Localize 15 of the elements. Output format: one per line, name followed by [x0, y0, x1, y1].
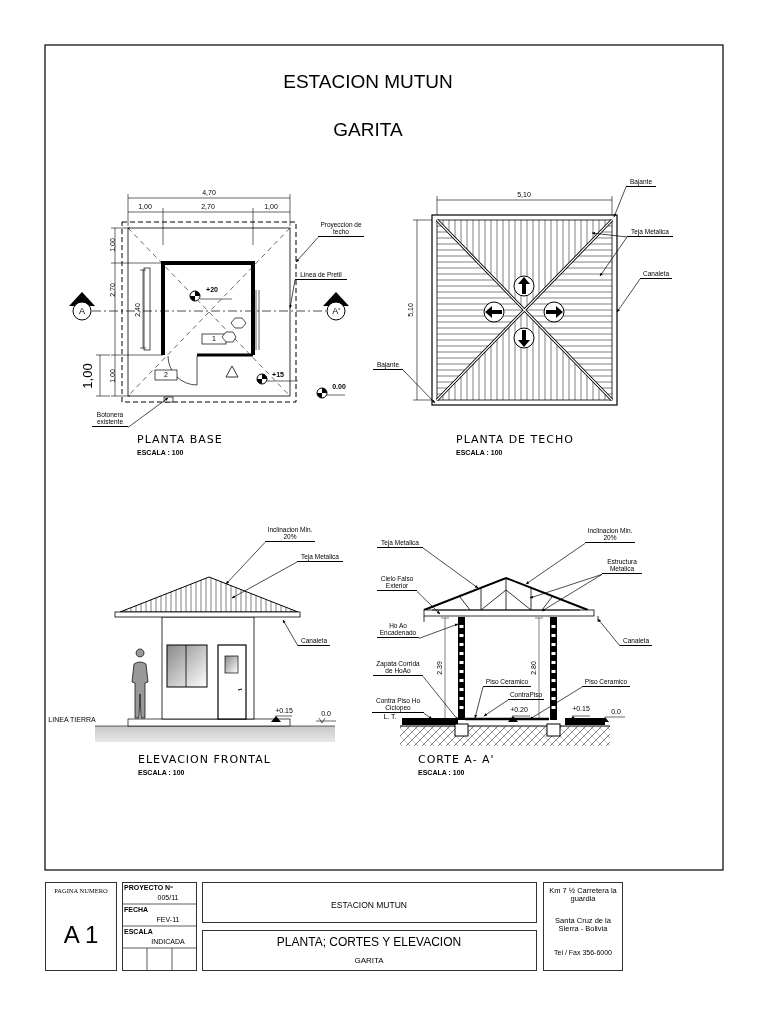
- roof-plan-drawing: [431, 214, 618, 406]
- page-number: A 1: [63, 921, 99, 949]
- title-block-text: ESTACION MUTUN: [331, 901, 407, 911]
- view-title: CORTE A- A': [418, 753, 495, 767]
- title-block-text: PLANTA; CORTES Y ELEVACION: [276, 936, 462, 950]
- drawing-subtitle: GARITA: [333, 119, 403, 141]
- dimension-label: 1,00: [80, 363, 96, 389]
- view-title: PLANTA BASE: [137, 433, 223, 447]
- section-marker-label: A: [79, 307, 85, 317]
- view-title: ELEVACION FRONTAL: [138, 753, 271, 767]
- view-title: PLANTA DE TECHO: [456, 433, 574, 447]
- title-block-text: GARITA: [354, 956, 384, 966]
- front-elevation-drawing: [94, 576, 337, 742]
- drawing-title: ESTACION MUTUN: [283, 71, 453, 93]
- section-marker-label: A': [332, 307, 340, 317]
